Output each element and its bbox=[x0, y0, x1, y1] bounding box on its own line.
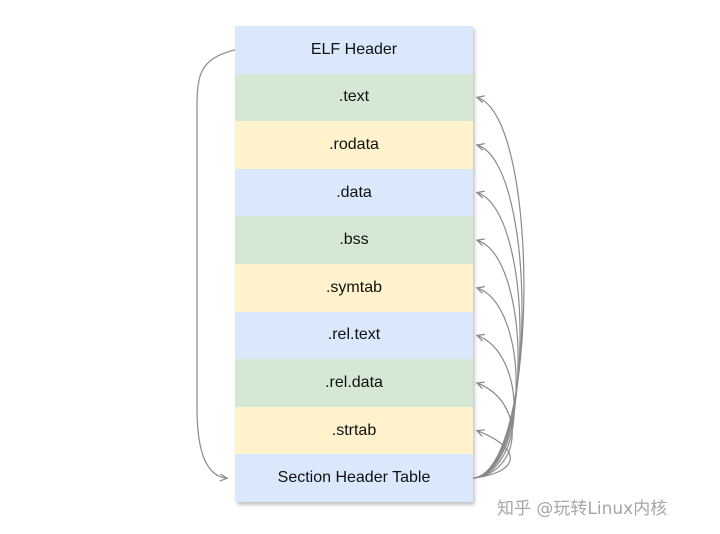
arrow-sht-to-rel-data bbox=[472, 381, 513, 479]
section-bss: .bss bbox=[235, 216, 473, 264]
section-elf-header: ELF Header bbox=[235, 26, 473, 74]
arrow-sht-to-data bbox=[472, 190, 521, 479]
arrow-sht-to-text bbox=[472, 95, 525, 479]
section-strtab: .strtab bbox=[235, 406, 473, 455]
section-text: .text bbox=[235, 73, 473, 122]
arrow-sht-to-rel-text bbox=[472, 333, 515, 479]
arrow-elf-header-to-sht bbox=[196, 49, 236, 482]
arrow-sht-to-strtab bbox=[472, 429, 511, 479]
section-rel-data: .rel.data bbox=[235, 359, 473, 407]
section-rel-text: .rel.text bbox=[235, 311, 473, 360]
elf-layout-stack: ELF Header.text.rodata.data.bss.symtab.r… bbox=[235, 26, 473, 502]
arrow-sht-to-symtab bbox=[472, 286, 517, 479]
watermark-text: 知乎 @玩转Linux内核 bbox=[497, 499, 668, 519]
arrow-sht-to-rodata bbox=[472, 142, 523, 479]
section-symtab: .symtab bbox=[235, 264, 473, 312]
section-data: .data bbox=[235, 168, 473, 217]
section-section-header-table: Section Header Table bbox=[235, 454, 473, 502]
arrow-sht-to-bss bbox=[472, 238, 519, 479]
section-rodata: .rodata bbox=[235, 121, 473, 169]
